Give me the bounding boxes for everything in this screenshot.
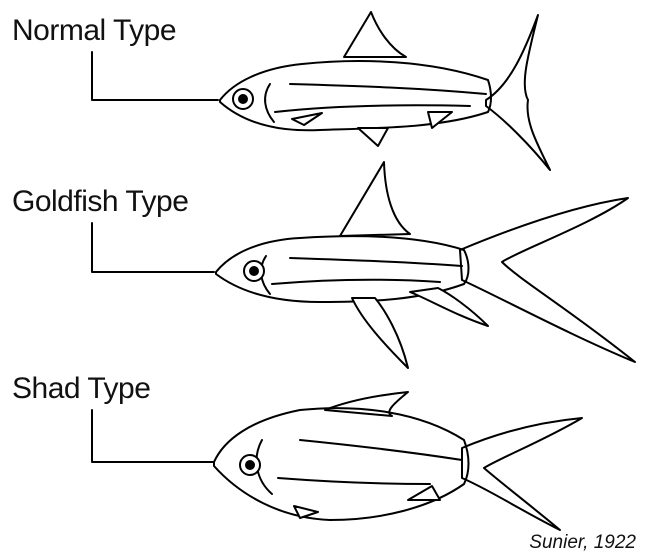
pelvic-fin (352, 298, 408, 368)
fish-shad (214, 392, 582, 530)
pupil-icon (249, 266, 259, 276)
dorsal-fin (340, 162, 410, 236)
source-credit: Sunier, 1922 (529, 532, 636, 554)
anal-fin (408, 486, 440, 500)
tail-fin (460, 198, 635, 362)
pupil-icon (245, 460, 255, 470)
pelvic-fin (292, 113, 322, 125)
fish-goldfish (216, 162, 635, 368)
lateral-line (300, 440, 462, 460)
belly-line (278, 478, 430, 484)
fish-normal (220, 12, 550, 170)
belly-line (275, 105, 470, 112)
dorsal-fin (344, 12, 406, 57)
leader-line-shad (92, 410, 213, 462)
belly-line (272, 280, 440, 284)
pupil-icon (238, 94, 248, 104)
leader-line-normal (92, 52, 218, 100)
anal-fin (410, 288, 488, 326)
tail-fin (462, 418, 582, 530)
lateral-line (290, 258, 462, 266)
dorsal-fin (325, 392, 408, 416)
rear-fin (428, 112, 452, 128)
tail-fin (486, 15, 550, 170)
gill-line (265, 84, 274, 122)
lateral-line (290, 84, 486, 94)
anal-fin (358, 128, 388, 146)
leader-line-goldfish (92, 223, 214, 272)
body-outline (220, 61, 491, 130)
